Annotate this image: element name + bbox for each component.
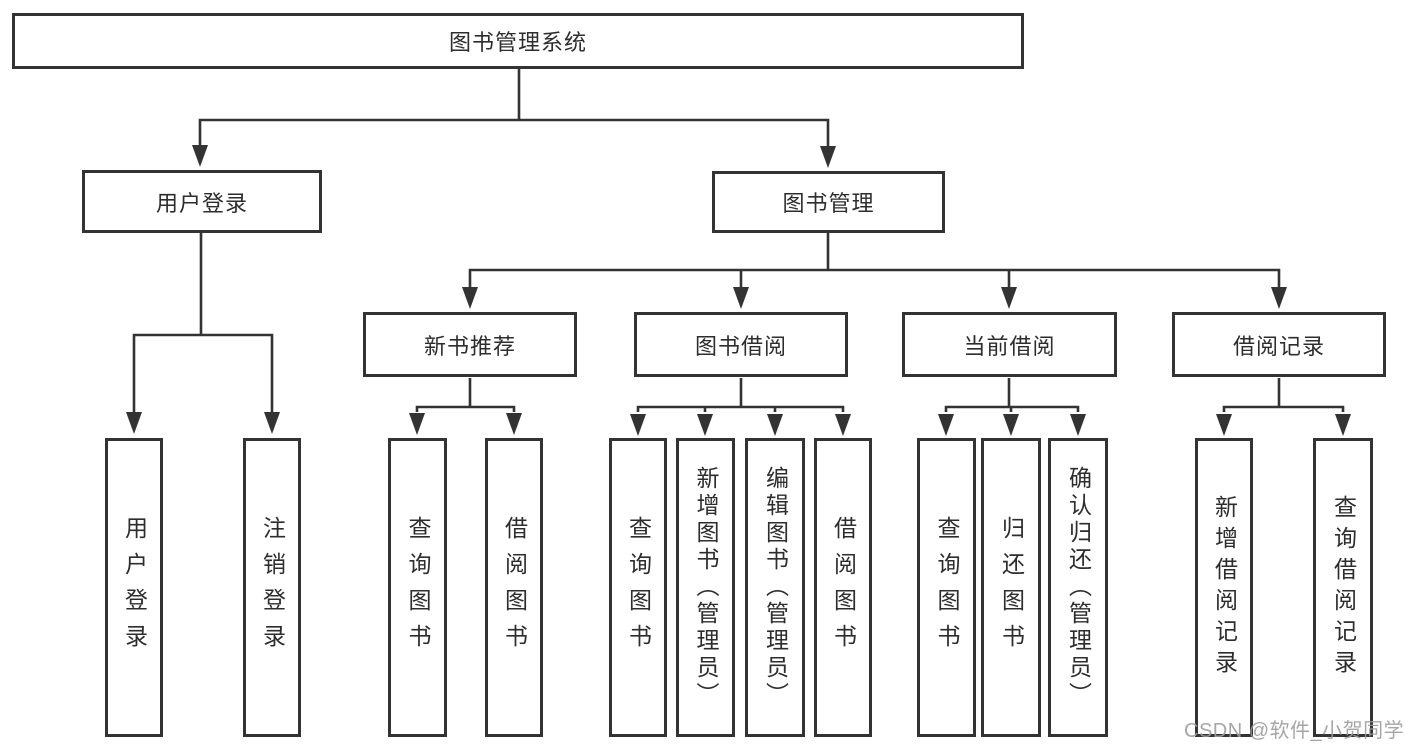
node-new-book-recommend-label: 新书推荐 xyxy=(423,333,516,359)
node-book-management-label: 图书管理 xyxy=(782,191,875,216)
connector-root-to-level2 xyxy=(192,69,836,168)
node-book-borrow: 图书借阅 xyxy=(634,312,848,377)
arrow-down-icon xyxy=(820,146,836,168)
leaf-record-add-label: 新增借阅记录 xyxy=(1211,494,1238,681)
connector-book-borrow-children xyxy=(630,378,851,436)
node-root: 图书管理系统 xyxy=(12,13,1024,69)
leaf-current-return-book: 归还图书 xyxy=(981,438,1041,737)
arrow-down-icon xyxy=(733,287,749,309)
leaf-borrow-query-book-label: 查询图书 xyxy=(625,515,652,660)
leaf-borrow-borrow-book: 借阅图书 xyxy=(814,438,872,737)
leaf-current-confirm-return-label: 确认归还（管理员） xyxy=(1065,466,1092,709)
arrow-down-icon xyxy=(462,287,478,309)
leaf-borrow-query-book: 查询图书 xyxy=(609,438,667,737)
leaf-current-query-book-label: 查询图书 xyxy=(934,515,960,660)
arrow-down-icon xyxy=(1070,414,1086,436)
leaf-record-query: 查询借阅记录 xyxy=(1313,438,1373,737)
arrow-down-icon xyxy=(1216,414,1232,436)
arrow-down-icon xyxy=(630,414,646,436)
arrow-down-icon xyxy=(409,413,425,435)
leaf-borrow-edit-book-label: 编辑图书（管理员） xyxy=(762,466,789,709)
node-current-borrow: 当前借阅 xyxy=(902,312,1117,377)
node-user-login: 用户登录 xyxy=(82,170,322,233)
arrow-down-icon xyxy=(835,414,851,436)
leaf-current-query-book: 查询图书 xyxy=(917,438,976,737)
arrow-down-icon xyxy=(938,414,954,436)
leaf-borrow-add-book: 新增图书（管理员） xyxy=(676,438,735,737)
leaf-logout-label: 注销登录 xyxy=(259,515,286,660)
node-borrow-record-label: 借阅记录 xyxy=(1232,333,1325,359)
arrow-down-icon xyxy=(1271,287,1287,309)
arrow-down-icon xyxy=(126,412,142,434)
leaf-user-login-label: 用户登录 xyxy=(121,515,148,660)
connector-borrow-record-children xyxy=(1216,378,1351,436)
node-new-book-recommend: 新书推荐 xyxy=(363,312,577,377)
node-user-login-label: 用户登录 xyxy=(155,190,248,216)
connector-book-management-children xyxy=(462,233,1287,309)
arrow-down-icon xyxy=(264,412,280,434)
node-book-borrow-label: 图书借阅 xyxy=(694,333,787,359)
leaf-user-login: 用户登录 xyxy=(105,438,163,737)
connector-current-borrow-children xyxy=(938,378,1086,436)
leaf-recommend-query-book-label: 查询图书 xyxy=(405,515,431,660)
arrow-down-icon xyxy=(1003,414,1019,436)
node-current-borrow-label: 当前借阅 xyxy=(963,333,1056,359)
connector-user-login-children xyxy=(126,233,280,434)
leaf-record-add: 新增借阅记录 xyxy=(1195,438,1253,737)
connector-new-book-recommend-children xyxy=(409,378,522,435)
csdn-watermark: CSDN @软件_小贺同学 xyxy=(1184,720,1405,742)
arrow-down-icon xyxy=(192,145,208,167)
leaf-current-confirm-return: 确认归还（管理员） xyxy=(1048,438,1108,737)
arrow-down-icon xyxy=(1001,287,1017,309)
node-borrow-record: 借阅记录 xyxy=(1172,312,1386,377)
arrow-down-icon xyxy=(697,414,713,436)
leaf-recommend-borrow-book-label: 借阅图书 xyxy=(501,515,528,660)
leaf-borrow-add-book-label: 新增图书（管理员） xyxy=(693,466,719,709)
leaf-logout: 注销登录 xyxy=(243,438,301,737)
node-book-management: 图书管理 xyxy=(712,171,945,233)
leaf-recommend-borrow-book: 借阅图书 xyxy=(485,438,543,737)
arrow-down-icon xyxy=(767,414,783,436)
leaf-record-query-label: 查询借阅记录 xyxy=(1330,494,1357,681)
arrow-down-icon xyxy=(1335,414,1351,436)
leaf-borrow-edit-book: 编辑图书（管理员） xyxy=(745,438,805,737)
leaf-borrow-borrow-book-label: 借阅图书 xyxy=(830,515,857,660)
leaf-current-return-book-label: 归还图书 xyxy=(998,515,1025,660)
arrow-down-icon xyxy=(506,413,522,435)
node-root-label: 图书管理系统 xyxy=(448,30,587,55)
leaf-recommend-query-book: 查询图书 xyxy=(388,438,447,737)
